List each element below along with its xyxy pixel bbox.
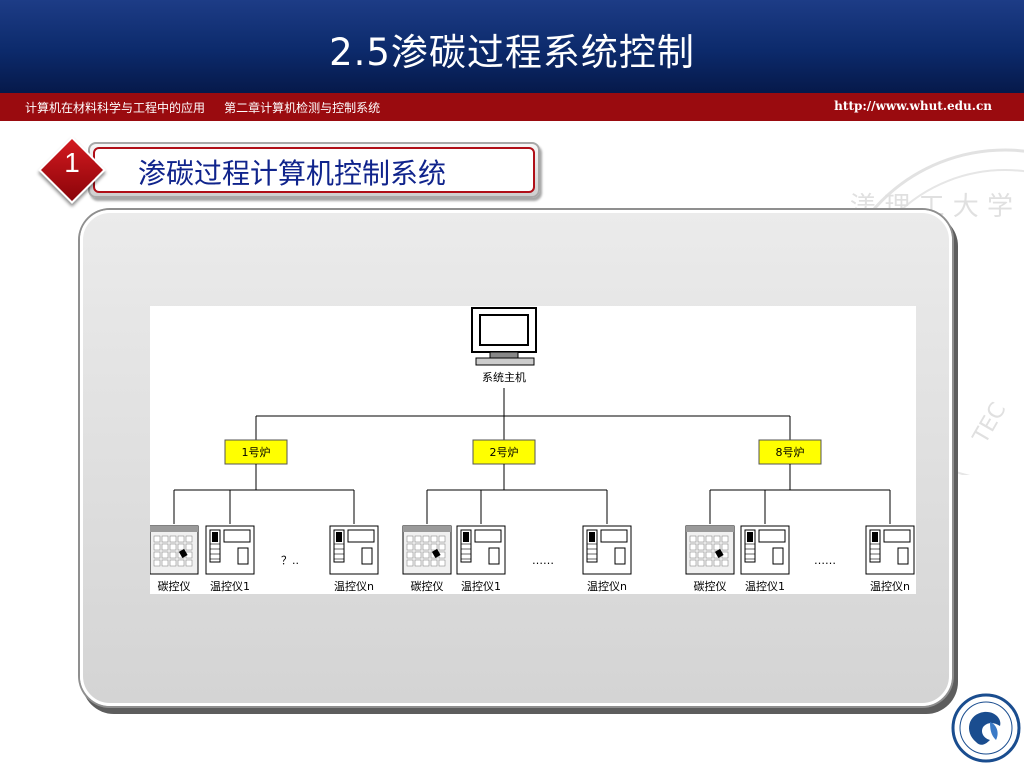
ellipsis-label: ？..	[281, 554, 299, 567]
carbon-controller-icon	[402, 525, 452, 575]
temperature-controller-icon	[456, 525, 506, 575]
temperature-controller-label: 温控仪n	[870, 579, 910, 593]
temperature-controller-label: 温控仪1	[745, 579, 785, 593]
carbon-controller-icon	[685, 525, 735, 575]
carbon-controller-label: 碳控仪	[158, 579, 191, 593]
host-label: 系统主机	[482, 370, 526, 384]
course-chapter-text: 计算机在材料科学与工程中的应用 第二章计算机检测与控制系统	[25, 99, 380, 116]
temperature-controller-icon	[329, 525, 379, 575]
university-logo	[951, 693, 1021, 763]
carbon-controller-label: 碳控仪	[694, 579, 727, 593]
page-title: 2.5渗碳过程系统控制	[329, 31, 695, 74]
furnace-box	[472, 439, 536, 465]
furnace-box	[758, 439, 822, 465]
temperature-controller-icon	[205, 525, 255, 575]
svg-text:TEC: TEC	[968, 399, 1012, 449]
chapter-name: 第二章计算机检测与控制系统	[224, 101, 381, 115]
furnace-label: 2号炉	[490, 446, 519, 459]
carbon-controller-label: 碳控仪	[411, 579, 444, 593]
furnace-box	[224, 439, 288, 465]
furnace-label: 1号炉	[242, 446, 271, 459]
footer-bar: 计算机在材料科学与工程中的应用 第二章计算机检测与控制系统 http://www…	[0, 93, 1024, 121]
temperature-controller-icon	[865, 525, 915, 575]
furnace-label: 8号炉	[776, 446, 805, 459]
section-title: 渗碳过程计算机控制系统	[138, 157, 447, 190]
header-banner: 2.5渗碳过程系统控制	[0, 0, 1024, 93]
section-title-frame	[93, 147, 535, 193]
section-number: 1	[64, 147, 80, 178]
host-computer-icon	[471, 307, 537, 366]
site-url-link[interactable]: http://www.whut.edu.cn	[834, 99, 992, 113]
ellipsis-label: ……	[532, 554, 554, 567]
temperature-controller-icon	[740, 525, 790, 575]
ellipsis-label: ……	[814, 554, 836, 567]
temperature-controller-icon	[582, 525, 632, 575]
section-heading: 渗碳过程计算机控制系统 1	[38, 136, 544, 208]
temperature-controller-label: 温控仪n	[334, 579, 374, 593]
temperature-controller-label: 温控仪1	[461, 579, 501, 593]
carbon-controller-icon	[150, 525, 199, 575]
temperature-controller-label: 温控仪1	[210, 579, 250, 593]
temperature-controller-label: 温控仪n	[587, 579, 627, 593]
course-name: 计算机在材料科学与工程中的应用	[25, 101, 206, 115]
section-title-tab: 渗碳过程计算机控制系统	[88, 142, 540, 198]
